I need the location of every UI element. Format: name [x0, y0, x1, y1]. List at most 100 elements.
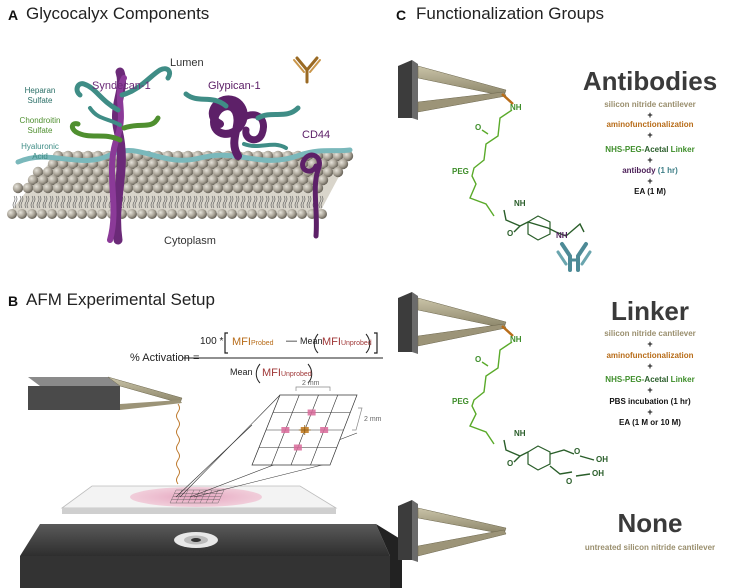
heparan-label: Heparan Sulfate [25, 86, 56, 106]
step-pbs: PBS incubation (1 hr) [609, 397, 691, 406]
mfi-text: MFI [232, 336, 251, 348]
o-label-2b: O [507, 459, 514, 468]
lipid-head [277, 174, 289, 186]
lipid-head [47, 209, 57, 219]
step-nhs-peg-linker-2: NHS-PEG-Acetal Linker [605, 376, 694, 384]
lipid-head [252, 166, 264, 178]
hyaluronic-label: Hyaluronic Acid [21, 142, 59, 162]
lipid-head [207, 209, 217, 219]
lipid-head [257, 209, 267, 219]
lipid-head [317, 209, 327, 219]
nh-label-1: NH [510, 103, 522, 112]
antibody-c-icon [556, 242, 592, 272]
formula-factor: 100 * [200, 336, 224, 347]
peg-label-1: PEG [452, 167, 469, 176]
lipid-head [327, 158, 339, 170]
unprobed-subscript: Unprobed [280, 371, 312, 378]
lipid-head [147, 209, 157, 219]
lipid-head [22, 182, 34, 194]
plus-4: + [647, 176, 653, 186]
lipid-head [7, 209, 17, 219]
lipid-head [212, 182, 224, 194]
lipid-head [62, 166, 74, 178]
lipid-head [237, 158, 249, 170]
lipid-head [187, 174, 199, 186]
peg-chain-1 [469, 109, 513, 217]
lipid-head [172, 166, 184, 178]
lipid-head [162, 166, 174, 178]
lipid-head [237, 174, 249, 186]
cantilever-linker [398, 292, 514, 354]
lipid-head [247, 209, 257, 219]
lipid-head [82, 166, 94, 178]
cd44-protein [300, 152, 322, 239]
step-aminofunctionalization-2: aminofunctionalization [606, 351, 694, 360]
lipid-head [27, 174, 39, 186]
lipid-head [212, 166, 224, 178]
mfi-unprobed-top: MFIUnprobed [322, 337, 372, 348]
afm-cantilever-holder [28, 376, 183, 410]
lipid-head [157, 158, 169, 170]
lipid-head [127, 209, 137, 219]
lipid-head [227, 174, 239, 186]
lipid-head [262, 182, 274, 194]
lipid-head [142, 182, 154, 194]
lipid-head [77, 174, 89, 186]
group-antibodies-title: Antibodies [582, 66, 718, 96]
plus-5: + [647, 339, 653, 349]
lipid-head [227, 158, 239, 170]
lipid-head [12, 182, 24, 194]
lipid-head [252, 182, 264, 194]
lipid-head [72, 182, 84, 194]
lipid-tails [12, 195, 324, 209]
cantilever-none [398, 500, 507, 562]
lipid-head [97, 174, 109, 186]
lipid-head [152, 182, 164, 194]
panel-a-letter: A [8, 7, 19, 23]
lipid-head [217, 209, 227, 219]
lipid-head [147, 174, 159, 186]
cyclohexane-ring-2 [527, 445, 551, 471]
lipid-head [232, 166, 244, 178]
peg-label-2: PEG [452, 397, 469, 406]
lipid-head [167, 209, 177, 219]
lipid-head [47, 174, 59, 186]
nh-label-1b: NH [514, 199, 526, 208]
linker-chain-1 [503, 209, 585, 237]
lipid-head [132, 166, 144, 178]
lipid-head [37, 209, 47, 219]
lipid-head [42, 166, 54, 178]
lipid-head [277, 209, 287, 219]
cd44-label: CD44 [302, 129, 331, 141]
glass-slide [60, 485, 338, 514]
lipid-head [137, 158, 149, 170]
group-none-title: None [617, 508, 683, 538]
lipid-head [247, 174, 259, 186]
lipid-head [297, 174, 309, 186]
lipid-head [207, 174, 219, 186]
syndecan-label: Syndecan-1 [92, 80, 151, 92]
lipid-head [72, 166, 84, 178]
lipid-head [222, 166, 234, 178]
lipid-head [87, 174, 99, 186]
lipid-head [97, 158, 109, 170]
plus-8: + [647, 407, 653, 417]
lipid-head [187, 209, 197, 219]
lumen-label: Lumen [170, 57, 204, 69]
lipid-head [217, 174, 229, 186]
lipid-head [57, 209, 67, 219]
cantilever-antibodies [398, 60, 514, 120]
lipid-head [97, 209, 107, 219]
lipid-head [62, 182, 74, 194]
lipid-head [17, 209, 27, 219]
lipid-head [322, 166, 334, 178]
lipid-head [42, 182, 54, 194]
acetal-text: Acetal [644, 375, 669, 384]
lipid-head [322, 150, 334, 162]
lipid-head [282, 182, 294, 194]
lipid-head [177, 209, 187, 219]
chondroitin-line-1: Chondroitin [19, 116, 61, 125]
lipid-head [52, 166, 64, 178]
lipid-head [32, 182, 44, 194]
